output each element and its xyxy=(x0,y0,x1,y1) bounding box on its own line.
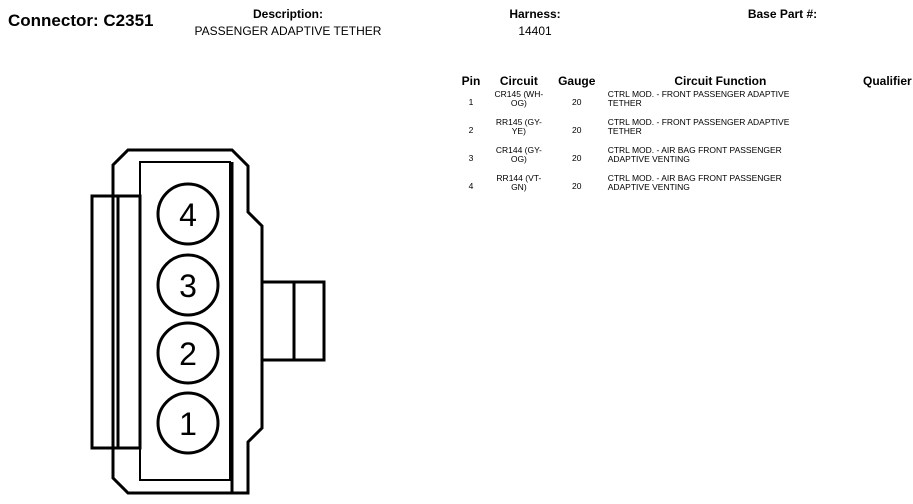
pin-label-3: 3 xyxy=(179,268,197,304)
function-cell: CTRL MOD. - FRONT PASSENGER ADAPTIVE TET… xyxy=(604,116,837,144)
harness-value: 14401 xyxy=(518,24,552,38)
header-qualifier: Qualifier xyxy=(862,74,912,88)
function-line-2: TETHER xyxy=(607,98,642,108)
table-row: 4 RR144 (VT- GN) 20 CTRL MOD. - AIR BAG … xyxy=(454,172,913,200)
connector-housing-outline xyxy=(111,148,264,495)
gauge-cell: 20 xyxy=(572,96,582,107)
pin-cavity-4 xyxy=(156,182,220,246)
pin-table: Pin Circuit Gauge Circuit Function Quali… xyxy=(454,72,913,200)
table-row: 2 RR145 (GY- YE) 20 CTRL MOD. - FRONT PA… xyxy=(454,116,913,144)
base-part-block: Base Part #: xyxy=(735,7,830,22)
left-latch-rail xyxy=(90,194,142,450)
function-cell: CTRL MOD. - AIR BAG FRONT PASSENGER ADAP… xyxy=(604,172,837,200)
circuit-line-2: OG) xyxy=(510,98,527,108)
description-value: PASSENGER ADAPTIVE TETHER xyxy=(194,24,382,38)
circuit-line-2: OG) xyxy=(510,154,527,164)
harness-label: Harness: xyxy=(509,7,561,21)
pin-number: 3 xyxy=(468,152,474,163)
connector-title: Connector: C2351 xyxy=(8,11,154,30)
circuit-line-2: GN) xyxy=(511,182,527,192)
pin-cavity-1 xyxy=(156,391,220,455)
circuit-line-1: RR144 (VT- xyxy=(496,173,542,183)
pin-number: 1 xyxy=(468,96,474,107)
function-line-1: CTRL MOD. - FRONT PASSENGER ADAPTIVE xyxy=(607,89,790,99)
circuit-line-2: YE) xyxy=(511,126,526,136)
pin-cavity-2 xyxy=(156,321,220,385)
description-label: Description: xyxy=(252,7,323,21)
circuit-line-1: RR145 (GY- xyxy=(495,117,542,127)
gauge-cell: 20 xyxy=(572,180,582,191)
function-cell: CTRL MOD. - FRONT PASSENGER ADAPTIVE TET… xyxy=(604,88,837,116)
function-line-2: TETHER xyxy=(607,126,642,136)
function-line-1: CTRL MOD. - FRONT PASSENGER ADAPTIVE xyxy=(607,117,790,127)
function-line-1: CTRL MOD. - AIR BAG FRONT PASSENGER xyxy=(607,173,782,183)
function-cell: CTRL MOD. - AIR BAG FRONT PASSENGER ADAP… xyxy=(604,144,837,172)
header-circuit-function: Circuit Function xyxy=(674,74,767,88)
pin-label-1: 1 xyxy=(179,406,197,442)
pin-number: 4 xyxy=(468,180,474,191)
pin-number: 2 xyxy=(468,124,474,135)
circuit-cell: CR145 (WH- OG) xyxy=(488,88,550,116)
circuit-cell: RR145 (GY- YE) xyxy=(488,116,550,144)
description-block: Description: PASSENGER ADAPTIVE TETHER xyxy=(180,7,396,40)
pin-table-header: Pin Circuit Gauge Circuit Function Quali… xyxy=(454,72,913,88)
base-part-label: Base Part #: xyxy=(747,7,818,21)
function-line-1: CTRL MOD. - AIR BAG FRONT PASSENGER xyxy=(607,145,782,155)
header-gauge: Gauge xyxy=(558,74,596,88)
header-pin: Pin xyxy=(461,74,481,88)
pin-cavity-3 xyxy=(156,253,220,317)
circuit-cell: RR144 (VT- GN) xyxy=(488,172,550,200)
circuit-line-1: CR144 (GY- xyxy=(495,145,542,155)
table-row: 3 CR144 (GY- OG) 20 CTRL MOD. - AIR BAG … xyxy=(454,144,913,172)
gauge-cell: 20 xyxy=(572,152,582,163)
function-line-2: ADAPTIVE VENTING xyxy=(607,154,690,164)
circuit-line-1: CR145 (WH- xyxy=(494,89,544,99)
table-row: 1 CR145 (WH- OG) 20 CTRL MOD. - FRONT PA… xyxy=(454,88,913,116)
function-line-2: ADAPTIVE VENTING xyxy=(607,182,690,192)
pin-label-2: 2 xyxy=(179,336,197,372)
gauge-cell: 20 xyxy=(572,124,582,135)
pin-label-4: 4 xyxy=(179,197,197,233)
header-circuit: Circuit xyxy=(499,74,538,88)
circuit-cell: CR144 (GY- OG) xyxy=(488,144,550,172)
harness-block: Harness: 14401 xyxy=(490,7,580,40)
